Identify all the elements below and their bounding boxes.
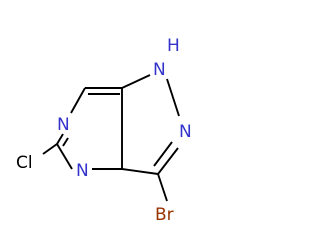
atom-n-bottom: N xyxy=(76,161,89,181)
atom-n-top: N xyxy=(57,115,70,135)
structure-drawing: N N N H N Cl Br xyxy=(16,36,192,225)
bond-c5-cl xyxy=(42,143,58,155)
molecule-canvas: N N N H N Cl Br xyxy=(16,36,192,225)
atom-br: Br xyxy=(155,205,174,225)
bond-c7a-n1 xyxy=(121,74,151,89)
bond-c7-n6 xyxy=(70,87,86,114)
atom-n-pyrazole: N xyxy=(179,122,192,142)
atom-nh-n: N xyxy=(153,60,166,80)
bond-n6-c5 xyxy=(56,133,64,145)
atom-h: H xyxy=(167,36,180,56)
bond-c5-n4 xyxy=(56,143,73,170)
bond-c3-c3a xyxy=(121,168,159,175)
bond-n6-c5-inner xyxy=(62,137,69,147)
bond-n1-n2 xyxy=(166,78,180,117)
bond-c3-br xyxy=(157,173,168,202)
bond-n2-c3 xyxy=(157,147,179,175)
atom-labels: N N N H N Cl Br xyxy=(16,36,192,225)
atom-cl: Cl xyxy=(16,153,33,173)
bonds xyxy=(42,74,180,202)
bond-n2-c3-inner xyxy=(153,141,173,167)
